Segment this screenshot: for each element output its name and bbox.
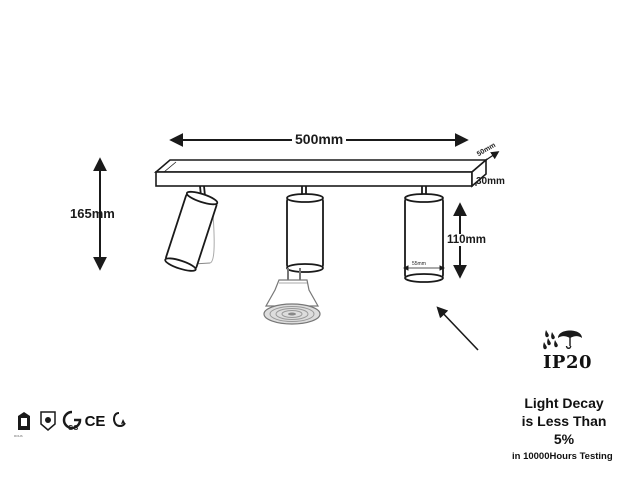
cert-mini-text: ROHS bbox=[14, 434, 23, 438]
svg-text:GS: GS bbox=[68, 425, 78, 432]
gs-mark-icon: GS bbox=[62, 408, 82, 434]
right-spotlight bbox=[402, 186, 446, 283]
umbrella-icon bbox=[543, 330, 582, 350]
middle-spotlight bbox=[286, 186, 324, 273]
left-spotlight bbox=[164, 185, 219, 272]
decay-line-3: 5% bbox=[553, 431, 575, 447]
ip-rating-label: IP20 bbox=[543, 352, 593, 373]
length-label: 500mm bbox=[292, 131, 347, 147]
spot-diameter-label: 55mm bbox=[412, 261, 426, 267]
gu10-bulb bbox=[263, 268, 321, 325]
decay-line-2: is Less Than bbox=[521, 413, 607, 429]
bar-height-label: 30mm bbox=[476, 176, 505, 187]
height-total-label: 165mm bbox=[70, 206, 115, 221]
ce-mark-icon bbox=[38, 408, 58, 434]
ceiling-bar bbox=[153, 158, 489, 188]
light-decay-note: Light Decay is Less Than 5% bbox=[512, 394, 616, 448]
spot-height-label: 110mm bbox=[446, 234, 488, 246]
decay-line-1: Light Decay bbox=[524, 395, 604, 411]
ce-icon: CE bbox=[84, 412, 106, 430]
decay-line-4: in 10000Hours Testing bbox=[512, 451, 613, 462]
recycle-icon bbox=[110, 408, 128, 434]
pointer-arrow bbox=[436, 306, 479, 351]
rohs-icon bbox=[14, 408, 34, 434]
